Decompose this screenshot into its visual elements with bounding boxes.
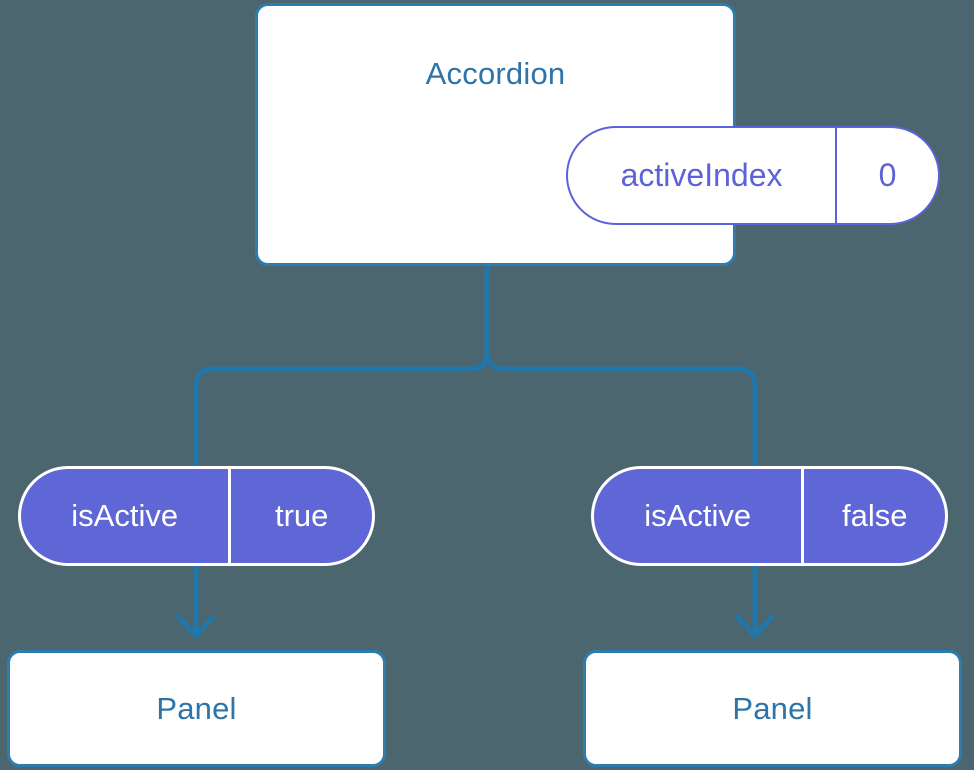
arrow-head-left [176, 614, 216, 639]
accordion-component-card[interactable]: Accordion activeIndex 0 [255, 3, 940, 266]
is-active-prop-value-left: true [275, 498, 329, 533]
active-index-prop-value: 0 [878, 157, 897, 193]
is-active-prop-value-right: false [841, 498, 908, 533]
is-active-prop-key-right: isActive [594, 469, 805, 563]
is-active-prop-pill-right[interactable]: isActive false [591, 466, 948, 566]
arrow-head-right [735, 614, 775, 639]
is-active-prop-key-left: isActive [21, 469, 232, 563]
tree-connector-path-right [484, 349, 758, 473]
panel-title-right: Panel [732, 690, 813, 726]
panel-component-card-right[interactable]: Panel [583, 650, 962, 767]
tree-connector-path [193, 263, 490, 473]
panel-component-card-left[interactable]: Panel [7, 650, 386, 767]
active-index-prop-pill[interactable]: activeIndex 0 [566, 126, 940, 225]
active-index-prop-key: activeIndex [568, 128, 838, 223]
panel-title-left: Panel [156, 690, 237, 726]
is-active-prop-pill-left[interactable]: isActive true [18, 466, 375, 566]
accordion-title: Accordion [425, 56, 566, 91]
